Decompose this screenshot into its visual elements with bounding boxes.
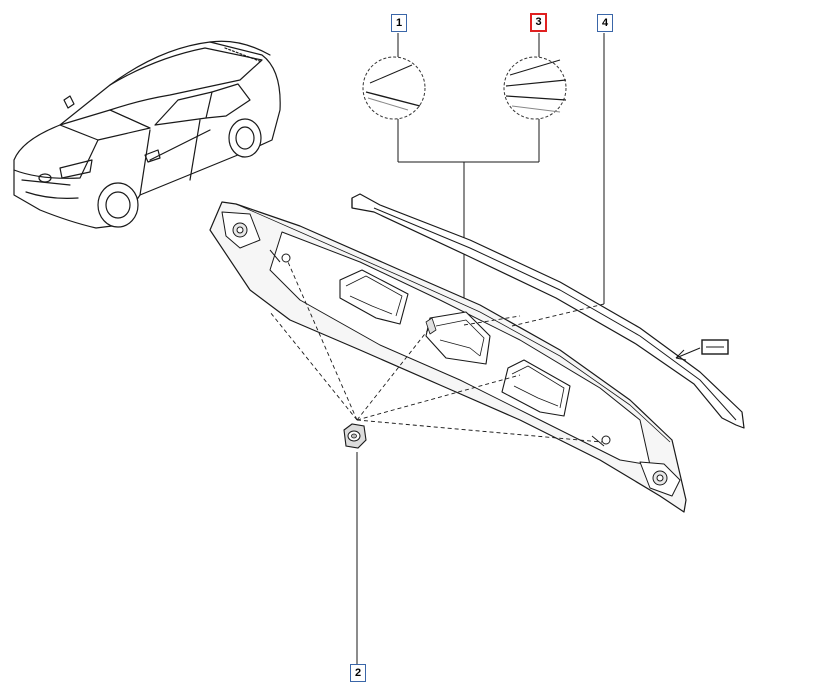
clip-fastener-icon	[343, 423, 367, 449]
callout-4[interactable]: 4	[597, 14, 613, 32]
detail-circle-1	[362, 56, 426, 120]
detail-circle-3	[503, 56, 567, 120]
callout-1[interactable]: 1	[391, 14, 407, 32]
rectangular-clip-icon	[675, 339, 729, 361]
callout-2[interactable]: 2	[350, 664, 366, 682]
callout-3[interactable]: 3	[530, 13, 547, 32]
tailgate-trim-panel	[209, 201, 687, 513]
car-illustration-icon	[13, 40, 281, 229]
clip-leader-lines	[269, 261, 605, 443]
weatherstrip-part	[351, 193, 745, 429]
